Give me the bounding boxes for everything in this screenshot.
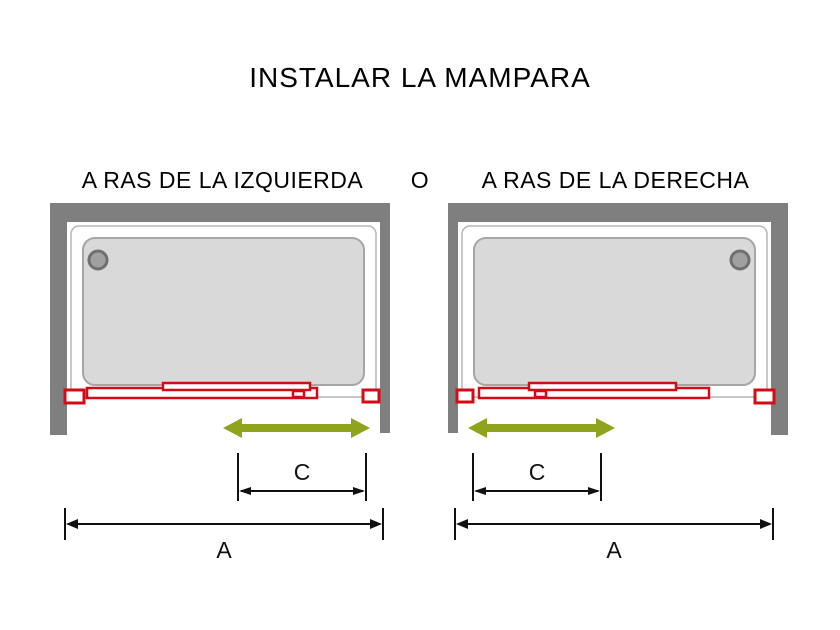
dim-a-arrowhead-left <box>456 519 468 529</box>
dim-a-arrowhead-right <box>370 519 382 529</box>
door-wall-profile-left <box>455 388 475 404</box>
dim-c-arrowhead-right <box>588 487 600 495</box>
dim-a-arrowhead-left <box>66 519 78 529</box>
wall-right <box>771 203 788 435</box>
or-separator: O <box>410 167 430 193</box>
drain-icon <box>729 249 751 271</box>
door-sliding-panel <box>527 381 678 392</box>
option-left-label: A RAS DE LA IZQUIERDA <box>81 167 364 193</box>
dim-c-label: C <box>529 459 546 485</box>
dim-a-arrowhead-right <box>760 519 772 529</box>
slide-arrow-head-right <box>351 418 370 438</box>
dim-c-arrowhead-left <box>474 487 486 495</box>
dim-a-label: A <box>606 537 622 563</box>
option-right-label: A RAS DE LA DERECHA <box>481 167 750 193</box>
dim-c-arrowhead-left <box>239 487 251 495</box>
wall-left-strip <box>448 222 458 433</box>
dim-c-arrowhead-right <box>353 487 365 495</box>
slide-arrow-head-right <box>596 418 615 438</box>
shower-tray <box>473 237 756 386</box>
diagram-flush-right: C A <box>448 203 788 563</box>
wall-left <box>50 203 67 435</box>
wall-right-strip <box>380 222 390 433</box>
dim-a-label: A <box>216 537 232 563</box>
door-handle <box>291 389 306 399</box>
slide-arrow-head-left <box>468 418 487 438</box>
door-sliding-panel <box>161 381 312 392</box>
door-wall-profile-right <box>753 388 776 405</box>
page-title: INSTALAR LA MAMPARA <box>249 62 591 93</box>
door-wall-profile-left <box>63 388 86 405</box>
slide-arrow-head-left <box>223 418 242 438</box>
dim-c-label: C <box>294 459 311 485</box>
door-wall-profile-right <box>361 388 381 404</box>
wall-top <box>448 203 788 222</box>
shower-tray <box>82 237 365 386</box>
drain-icon <box>87 249 109 271</box>
diagram-flush-left: C A <box>50 203 390 563</box>
door-handle <box>533 389 548 399</box>
wall-top <box>50 203 390 222</box>
